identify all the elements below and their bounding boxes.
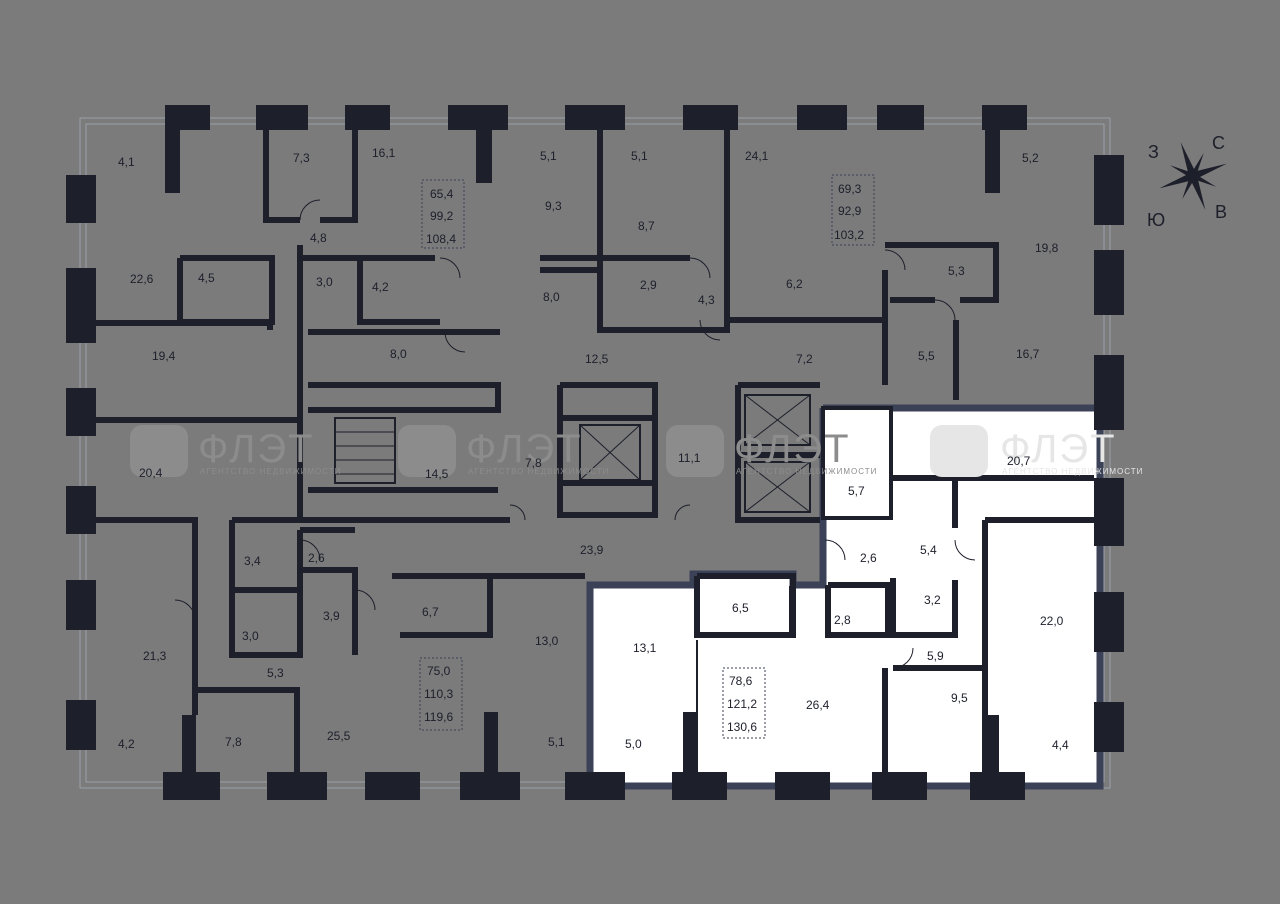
room-area: 3,0 <box>242 629 259 643</box>
total-area: 92,9 <box>838 204 862 218</box>
room-area: 11,1 <box>678 451 701 465</box>
room-area: 5,4 <box>920 543 937 557</box>
room-area: 4,4 <box>1052 738 1069 752</box>
room-area: 13,0 <box>535 634 559 648</box>
total-area-with-balcony: 108,4 <box>426 232 456 246</box>
room-area: 3,0 <box>316 275 333 289</box>
room-area: 20,4 <box>139 466 163 480</box>
room-area: 20,7 <box>1007 454 1031 468</box>
room-area: 5,5 <box>918 349 935 363</box>
room-area: 16,1 <box>372 146 396 160</box>
watermark-logo-3: ФЛЭТ <box>734 427 851 471</box>
watermark-tagline-3: АГЕНТСТВО НЕДВИЖИМОСТИ <box>736 467 877 476</box>
total-area: 99,2 <box>430 209 454 223</box>
total-area-with-balcony: 119,6 <box>424 710 453 724</box>
room-labels: 4,1 7,3 16,1 5,1 5,1 24,1 5,2 9,3 8,7 4,… <box>118 146 1069 752</box>
total-area: 121,2 <box>727 697 757 711</box>
room-area: 5,0 <box>625 737 642 751</box>
compass-rose: С З В Ю <box>1147 133 1227 230</box>
apartment-area-summaries: 65,4 99,2 108,4 69,3 92,9 103,2 75,0 110… <box>419 174 875 739</box>
watermark-logo-2: ФЛЭТ <box>466 427 583 471</box>
room-area: 9,3 <box>545 199 562 213</box>
watermark: ФЛЭТ АГЕНТСТВО НЕДВИЖИМОСТИ ФЛЭТ АГЕНТСТ… <box>130 425 1143 477</box>
compass-east: В <box>1215 202 1227 222</box>
room-area: 4,2 <box>372 280 389 294</box>
partitions <box>96 125 1094 772</box>
room-area: 7,2 <box>796 352 813 366</box>
total-area-with-balcony: 130,6 <box>727 720 757 734</box>
room-area: 5,1 <box>631 149 648 163</box>
room-area: 23,9 <box>580 543 604 557</box>
room-area: 4,3 <box>698 293 715 307</box>
living-area: 69,3 <box>838 182 862 196</box>
watermark-tagline-1: АГЕНТСТВО НЕДВИЖИМОСТИ <box>200 467 341 476</box>
room-area: 2,8 <box>834 613 851 627</box>
room-area: 3,4 <box>244 554 261 568</box>
room-area: 6,7 <box>422 605 439 619</box>
room-area: 9,5 <box>951 691 968 705</box>
room-area: 6,5 <box>732 601 749 615</box>
room-area: 12,5 <box>585 352 609 366</box>
room-area: 7,8 <box>525 456 542 470</box>
room-area: 7,8 <box>225 735 242 749</box>
room-area: 2,9 <box>640 278 657 292</box>
room-area: 5,3 <box>267 666 284 680</box>
room-area: 6,2 <box>786 277 803 291</box>
room-area: 22,0 <box>1040 614 1064 628</box>
watermark-logo-4: ФЛЭТ <box>1000 427 1117 471</box>
room-area: 14,5 <box>425 467 449 481</box>
total-area-with-balcony: 103,2 <box>834 228 864 242</box>
room-area: 8,7 <box>638 219 655 233</box>
room-area: 19,8 <box>1035 241 1059 255</box>
room-area: 3,9 <box>323 609 340 623</box>
stairwell <box>334 394 811 513</box>
room-area: 2,6 <box>308 551 325 565</box>
room-area: 8,0 <box>390 347 407 361</box>
room-area: 4,2 <box>118 737 135 751</box>
room-area: 13,1 <box>633 641 657 655</box>
room-area: 16,7 <box>1016 347 1040 361</box>
room-area: 19,4 <box>152 349 176 363</box>
watermark-tagline-2: АГЕНТСТВО НЕДВИЖИМОСТИ <box>468 467 609 476</box>
room-area: 5,2 <box>1022 151 1039 165</box>
room-area: 26,4 <box>806 698 830 712</box>
doors <box>174 199 976 669</box>
living-area: 75,0 <box>427 664 451 678</box>
compass-west: З <box>1148 142 1159 162</box>
room-area: 24,1 <box>745 149 769 163</box>
room-area: 4,1 <box>118 155 135 169</box>
room-area: 2,6 <box>860 551 877 565</box>
room-area: 5,1 <box>540 149 557 163</box>
living-area: 65,4 <box>430 187 454 201</box>
room-area: 5,9 <box>927 649 944 663</box>
room-area: 5,7 <box>848 484 865 498</box>
living-area: 78,6 <box>729 674 753 688</box>
room-area: 4,8 <box>310 231 327 245</box>
room-area: 21,3 <box>143 649 167 663</box>
room-area: 4,5 <box>198 271 215 285</box>
room-area: 8,0 <box>543 290 560 304</box>
walls <box>66 105 1124 800</box>
room-area: 25,5 <box>327 729 351 743</box>
room-area: 22,6 <box>130 272 154 286</box>
total-area: 110,3 <box>424 687 453 701</box>
watermark-tagline-4: АГЕНТСТВО НЕДВИЖИМОСТИ <box>1002 467 1143 476</box>
watermark-logo-1: ФЛЭТ <box>198 427 315 471</box>
room-area: 7,3 <box>293 151 310 165</box>
room-area: 5,3 <box>948 264 965 278</box>
room-area: 3,2 <box>924 593 941 607</box>
room-area: 5,1 <box>548 735 565 749</box>
compass-south: Ю <box>1147 210 1165 230</box>
highlighted-apartment[interactable] <box>586 404 1104 790</box>
compass-north: С <box>1212 133 1225 153</box>
